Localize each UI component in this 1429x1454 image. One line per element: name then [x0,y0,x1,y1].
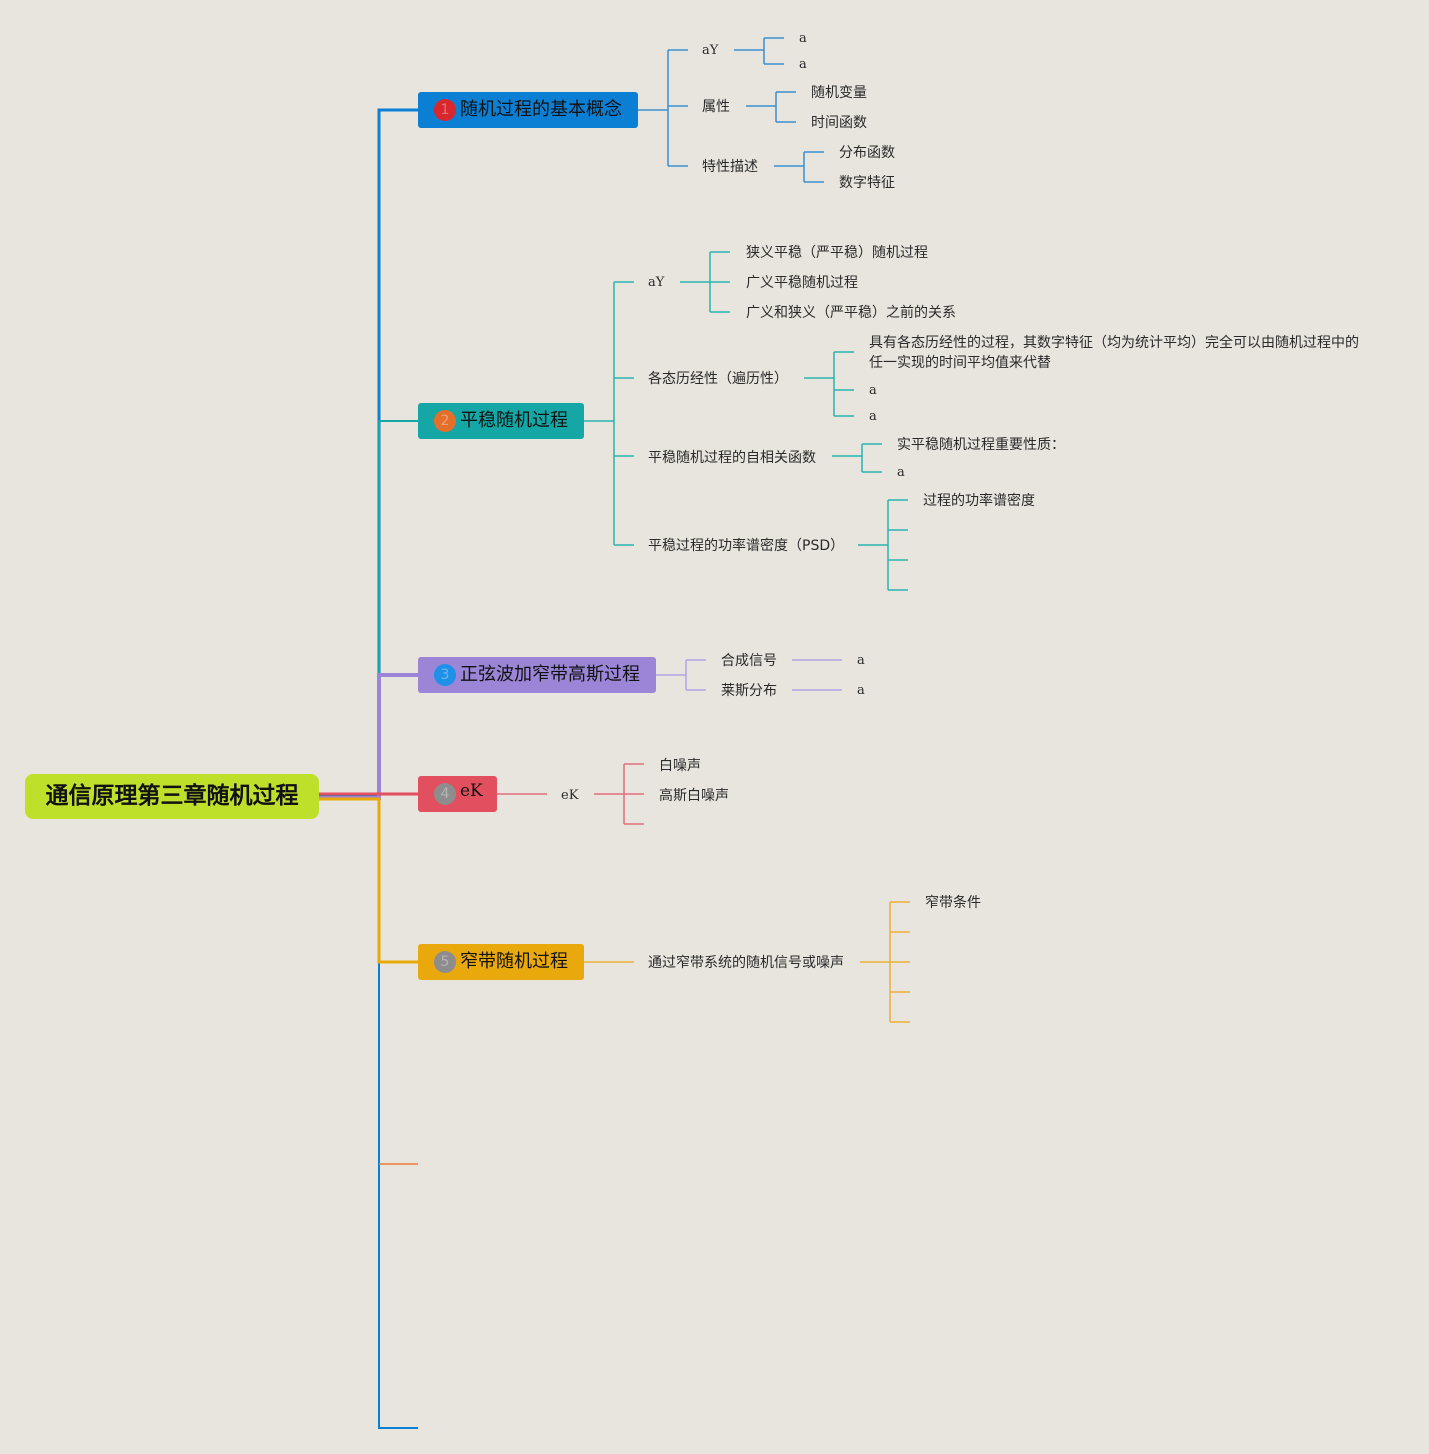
b2-ergodic-leaf-a1[interactable]: a [869,383,877,398]
b2-wide-stationary-leaf[interactable]: 广义平稳随机过程 [746,275,858,291]
b3-rice-leaf-a[interactable]: a [857,683,865,698]
root-topic[interactable]: 通信原理第三章随机过程 [25,774,319,819]
b2-ergodic-leaf-a2[interactable]: a [869,409,877,424]
b2-psd-leaf[interactable]: 过程的功率谱密度 [923,493,1035,509]
root-connectors [318,108,418,1429]
branch5-connectors [584,901,910,1023]
b1-ay-node[interactable]: aY [702,43,719,58]
b1-time-function-leaf[interactable]: 时间函数 [811,115,867,131]
b4-gaussian-white-noise-leaf[interactable]: 高斯白噪声 [659,788,729,804]
branch-2-topic[interactable]: 2 平稳随机过程 [418,403,584,439]
branch1-connectors [638,37,824,183]
branch3-connectors [656,659,842,691]
b2-autocorr-leaf-a[interactable]: a [897,465,905,480]
branch-4-label: eK [460,781,483,801]
b3-composite-signal-node[interactable]: 合成信号 [721,653,777,669]
number-badge-4: 4 [434,783,456,805]
number-badge-3: 3 [434,664,456,686]
b1-ay-leaf-1[interactable]: a [799,31,807,46]
b2-strict-stationary-leaf[interactable]: 狭义平稳（严平稳）随机过程 [746,245,928,261]
b1-distribution-leaf[interactable]: 分布函数 [839,145,895,161]
b3-composite-leaf-a[interactable]: a [857,653,865,668]
b4-ek-node[interactable]: eK [561,788,579,803]
b2-property-leaf[interactable]: 实平稳随机过程重要性质： [897,437,1065,453]
number-badge-2: 2 [434,410,456,432]
b4-white-noise-leaf[interactable]: 白噪声 [659,758,701,774]
number-badge-5: 5 [434,951,456,973]
branch-3-label: 正弦波加窄带高斯过程 [460,664,640,685]
branch-2-label: 平稳随机过程 [460,410,568,431]
b2-autocorrelation-node[interactable]: 平稳随机过程的自相关函数 [648,450,816,466]
b1-characteristic-node[interactable]: 特性描述 [702,159,758,175]
b1-attribute-node[interactable]: 属性 [702,99,730,115]
b2-psd-node[interactable]: 平稳过程的功率谱密度（PSD） [648,538,845,554]
b1-numeric-feature-leaf[interactable]: 数字特征 [839,175,895,191]
b2-ergodic-desc-line2: 任一实现的时间平均值来代替 [869,355,1051,371]
b2-ergodicity-node[interactable]: 各态历经性（遍历性） [648,371,788,387]
branch-5-topic[interactable]: 5 窄带随机过程 [418,944,584,980]
b5-narrowband-signal-node[interactable]: 通过窄带系统的随机信号或噪声 [648,955,844,971]
branch-3-topic[interactable]: 3 正弦波加窄带高斯过程 [418,657,656,693]
b3-rice-distribution-node[interactable]: 莱斯分布 [721,683,777,699]
b1-ay-leaf-2[interactable]: a [799,57,807,72]
b2-relation-leaf[interactable]: 广义和狭义（严平稳）之前的关系 [746,305,956,321]
branch4-connectors [497,763,644,825]
b1-random-variable-leaf[interactable]: 随机变量 [811,85,867,101]
number-badge-1: 1 [434,99,456,121]
branch2-connectors [584,251,908,591]
b2-ay-node[interactable]: aY [648,275,665,290]
b5-narrowband-condition-leaf[interactable]: 窄带条件 [925,895,981,911]
branch-1-topic[interactable]: 1 随机过程的基本概念 [418,92,638,128]
branch-1-label: 随机过程的基本概念 [460,99,622,120]
branch-4-topic[interactable]: 4 eK [418,776,497,812]
b2-ergodic-desc-line1[interactable]: 具有各态历经性的过程，其数字特征（均为统计平均）完全可以由随机过程中的 [869,335,1359,351]
branch-5-label: 窄带随机过程 [460,951,568,972]
